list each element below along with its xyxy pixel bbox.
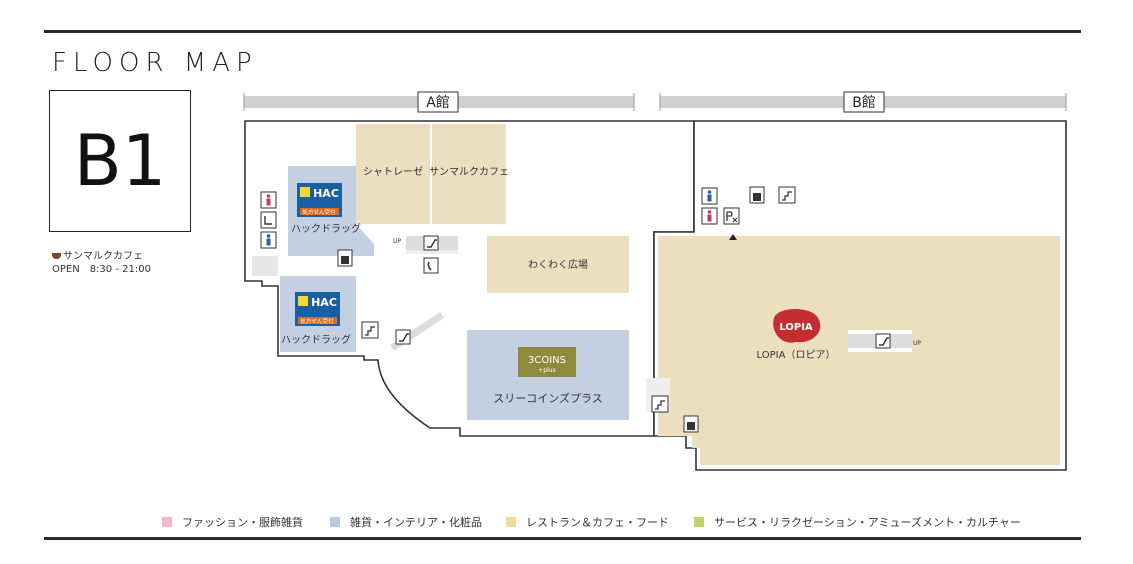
escalator-up-mark-2: UP (913, 340, 921, 347)
lopia-logo-text: LOPIA (779, 322, 813, 333)
store-lopia-label: LOPIA（ロピア） (757, 349, 836, 361)
building-label-a: A館 (426, 94, 450, 111)
legend-swatch (694, 517, 704, 527)
legend-swatch (162, 517, 172, 527)
entrance-block (252, 256, 278, 276)
top-rule (44, 30, 1081, 33)
phone-icon (423, 257, 439, 274)
cafe-cup-icon (52, 253, 61, 259)
escalator-icon: UP (393, 235, 458, 254)
female-toilet-icon (260, 231, 277, 249)
legend-label: サービス・リラクゼーション・アミューズメント・カルチャー (714, 516, 1021, 529)
hac-badge-1: 処方せん受付 (302, 208, 336, 216)
building-banner-a: A館 (243, 91, 635, 113)
accessible-toilet-icon (260, 211, 277, 229)
cafe-hours: OPEN 8:30 - 21:00 (52, 264, 151, 275)
store-sanmaruku-label: サンマルクカフェ (429, 166, 509, 178)
entrance-marker (729, 234, 737, 240)
page-title: FLOOR MAP (52, 48, 258, 78)
escalator-up-mark-1: UP (393, 238, 401, 245)
legend-food: レストラン＆カフェ・フード (506, 514, 669, 530)
stairs-icon (778, 186, 796, 204)
stairs-icon (361, 321, 379, 339)
store-chateraise-label: シャトレーゼ (363, 166, 423, 178)
legend-swatch (330, 517, 340, 527)
store-hac-2-label: ハックドラッグ (281, 333, 351, 346)
threecoins-logo-text: 3COINS (528, 355, 566, 366)
store-sanmaruku (432, 124, 506, 224)
hac-logo-1-text: HAC (313, 187, 339, 200)
legend-swatch (506, 517, 516, 527)
hac-logo-2-text: HAC (311, 296, 337, 309)
building-label-b: B館 (852, 94, 876, 111)
store-hac-1-label: ハックドラッグ (291, 222, 361, 235)
female-toilet-icon (701, 207, 718, 225)
store-threecoins-label: スリーコインズプラス (493, 391, 603, 405)
hac-logo-1: HAC 処方せん受付 (297, 183, 342, 217)
legend-label: 雑貨・インテリア・化粧品 (350, 516, 482, 529)
parking-icon (723, 207, 740, 225)
legend-label: レストラン＆カフェ・フード (526, 516, 669, 529)
male-toilet-icon (260, 191, 277, 209)
cafe-name: サンマルクカフェ (63, 251, 143, 262)
building-banner-b: B館 (659, 91, 1067, 113)
lopia-logo: LOPIA (773, 309, 821, 343)
hac-logo-2: HAC 処方せん受付 (295, 292, 340, 326)
bottom-rule (44, 537, 1081, 540)
floor-label: B1 (49, 90, 191, 232)
threecoins-logo: 3COINS +plus (518, 347, 576, 377)
hac-badge-2: 処方せん受付 (300, 317, 334, 325)
elevator-icon (337, 249, 353, 267)
stairs-icon (646, 378, 670, 413)
legend-goods: 雑貨・インテリア・化粧品 (330, 514, 482, 530)
cafe-hours-note: サンマルクカフェ OPEN 8:30 - 21:00 (52, 250, 151, 276)
elevator-icon (683, 415, 699, 433)
legend-label: ファッション・服飾雑貨 (182, 516, 303, 529)
store-chateraise (356, 124, 430, 224)
escalator-icon (390, 312, 444, 351)
legend-service: サービス・リラクゼーション・アミューズメント・カルチャー (694, 514, 1021, 530)
escalator-icon: UP (848, 330, 921, 352)
male-toilet-icon (701, 187, 718, 205)
store-wakuwaku-label: わくわく広場 (528, 258, 588, 271)
legend-fashion: ファッション・服飾雑貨 (162, 514, 303, 530)
elevator-icon (749, 186, 765, 204)
threecoins-logo-sub: +plus (538, 367, 555, 374)
store-wakuwaku (487, 236, 629, 293)
